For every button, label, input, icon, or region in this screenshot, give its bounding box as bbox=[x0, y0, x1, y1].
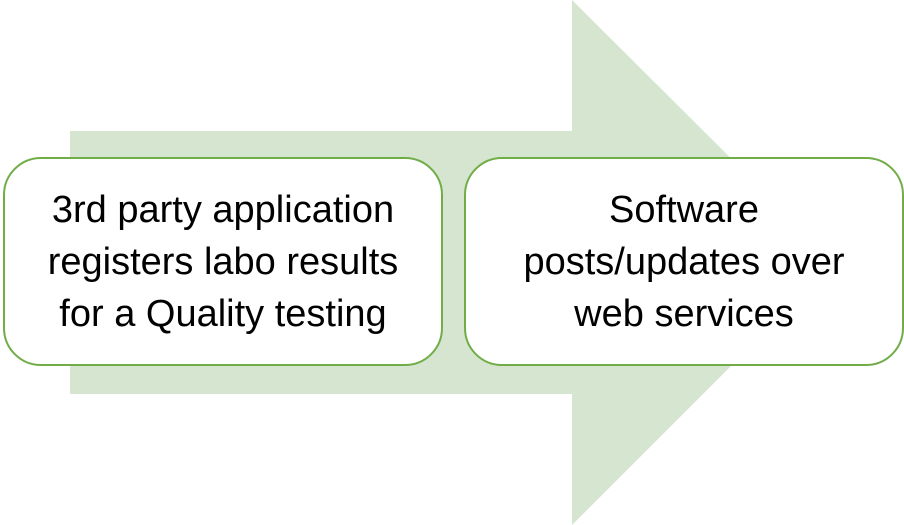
step-2-line-1: Software bbox=[609, 188, 759, 231]
arrow-shape bbox=[70, 0, 835, 525]
step-2-line-3: web services bbox=[574, 292, 794, 335]
step-box-2: Software posts/updates over web services bbox=[464, 157, 904, 366]
step-1-line-2: registers labo results bbox=[47, 240, 399, 283]
step-1-text: 3rd party application registers labo res… bbox=[30, 184, 417, 340]
step-2-text: Software posts/updates over web services bbox=[505, 184, 862, 340]
step-1-line-1: 3rd party application bbox=[51, 188, 395, 231]
step-1-line-3: for a Quality testing bbox=[59, 292, 387, 335]
step-2-line-2: posts/updates over bbox=[523, 240, 845, 283]
step-box-1: 3rd party application registers labo res… bbox=[3, 157, 443, 366]
